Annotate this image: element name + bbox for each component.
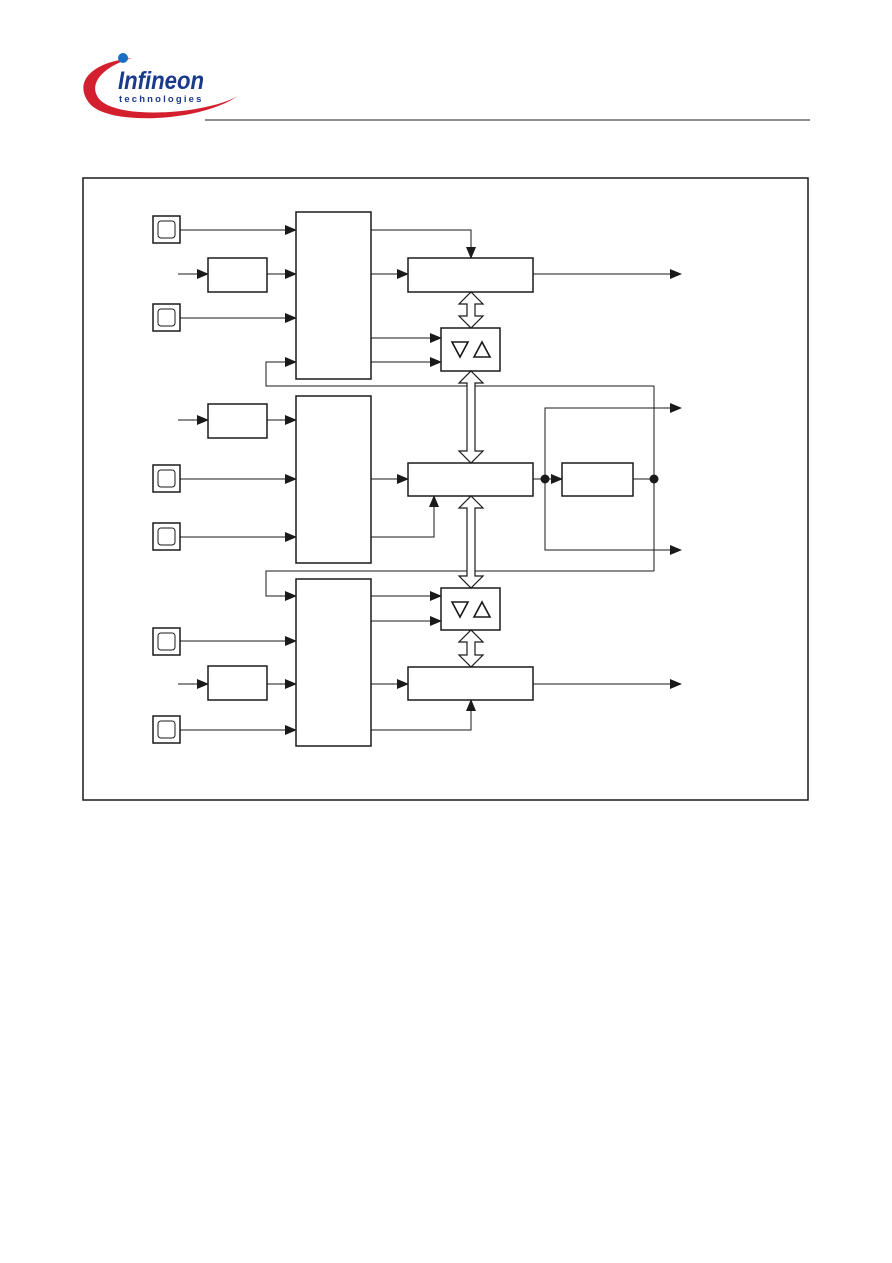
- timer-register-middle: [407, 462, 534, 497]
- logo-dot: [118, 53, 128, 63]
- compare-symbol-top: [450, 340, 492, 359]
- prescaler-block-bottom: [207, 665, 268, 701]
- diagram-frame: [82, 177, 809, 801]
- bus-arrow-bottom: [457, 629, 485, 668]
- input-selector-bottom: [295, 578, 372, 747]
- prescaler-block-top: [207, 257, 268, 293]
- bus-arrow-upper-long: [457, 370, 485, 464]
- timer-register-top: [407, 257, 534, 293]
- compare-symbol-bottom: [450, 600, 492, 619]
- compare-unit-top: [440, 327, 501, 372]
- timer-register-bottom: [407, 666, 534, 701]
- infineon-logo: Infineon technologies: [83, 53, 238, 119]
- wires-reload-loop: [265, 386, 682, 601]
- triangle-up-icon: [472, 340, 492, 358]
- triangle-down-icon: [450, 341, 470, 359]
- prescaler-block-middle: [207, 403, 268, 439]
- pin-1: [152, 215, 181, 244]
- pin-2: [152, 303, 181, 332]
- block-diagram: [152, 211, 682, 747]
- wires-middle-inputs: [178, 415, 439, 542]
- pin-6: [152, 715, 181, 744]
- triangle-up-icon: [472, 600, 492, 618]
- bus-arrow-top: [457, 291, 485, 329]
- pin-5: [152, 627, 181, 656]
- wires-bottom-inputs: [178, 636, 297, 735]
- reload-register-block: [561, 462, 634, 497]
- pin-3: [152, 464, 181, 493]
- wires-top-inputs: [178, 225, 654, 387]
- logo-name: Infineon: [118, 67, 204, 95]
- wires-top-outputs: [371, 229, 682, 367]
- compare-unit-bottom: [440, 587, 501, 631]
- triangle-down-icon: [450, 601, 470, 619]
- input-selector-middle: [295, 395, 372, 564]
- bus-arrow-lower-long: [457, 495, 485, 589]
- header: Infineon technologies: [83, 53, 810, 121]
- input-selector-top: [295, 211, 372, 380]
- logo-tagline: technologies: [119, 94, 203, 105]
- wires-bottom-outputs: [371, 591, 682, 731]
- pin-4: [152, 522, 181, 551]
